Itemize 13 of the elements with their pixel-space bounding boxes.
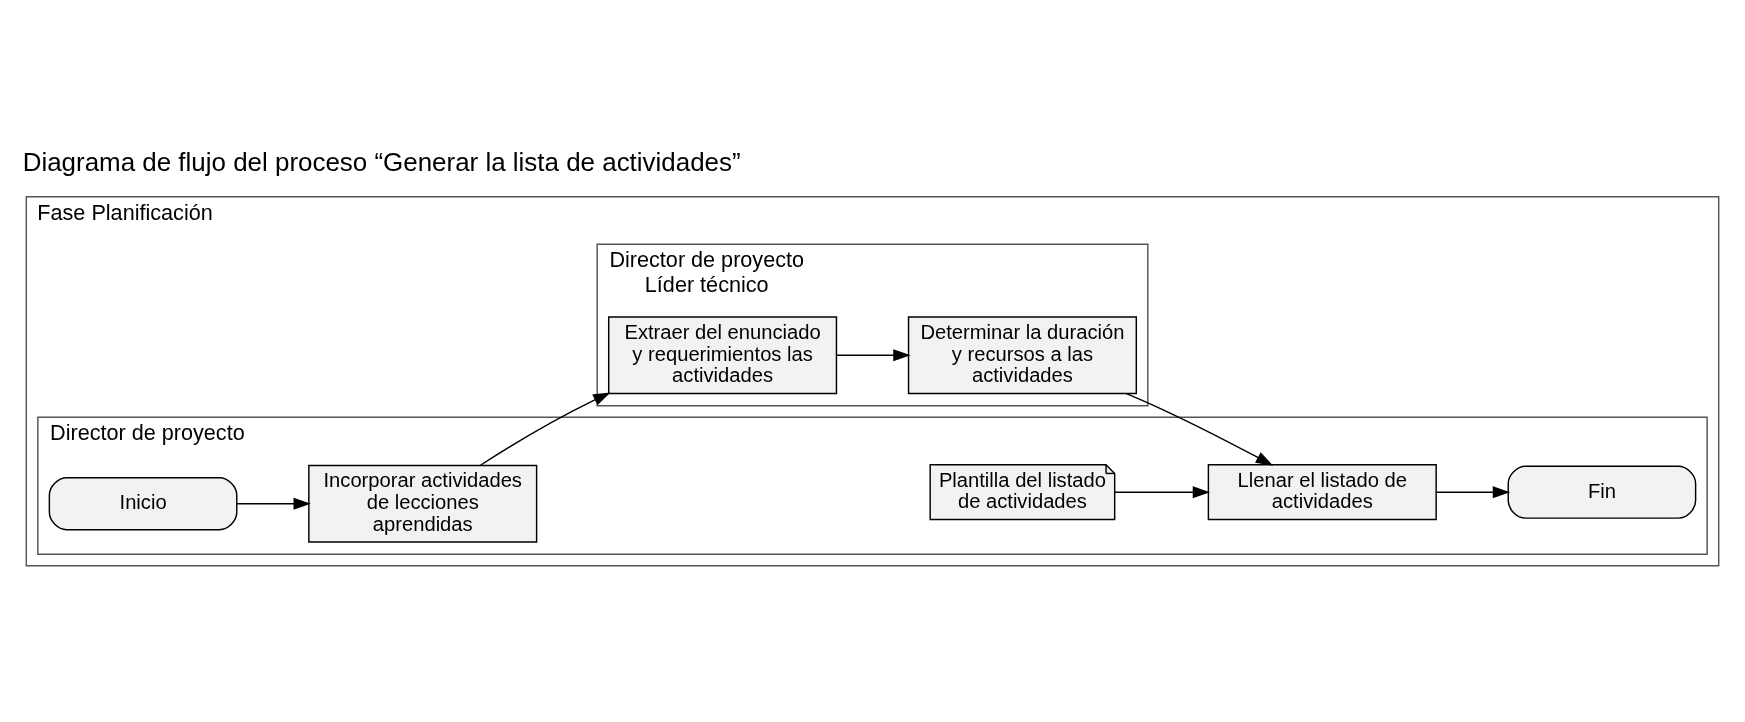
- arrow: [836, 349, 911, 362]
- node-box: Incorporar actividades de lecciones aprendidas: [308, 464, 538, 543]
- node-box: Inicio: [48, 477, 238, 531]
- diagram-title: Diagrama de flujo del proceso “Generar la lista de actividades”: [22, 148, 741, 177]
- arrow: [1125, 392, 1274, 466]
- node-box: Llenar el listado de actividades: [1207, 464, 1437, 521]
- node-box: Extraer del enunciado y requerimientos las actividades: [607, 316, 838, 395]
- node-box: Fin: [1507, 465, 1697, 519]
- arrow: [1435, 486, 1511, 499]
- arrow: [479, 392, 611, 467]
- node-box: Determinar la duración y recursos a las actividades: [907, 316, 1138, 395]
- arrow: [236, 497, 311, 510]
- arrow: [1114, 486, 1211, 499]
